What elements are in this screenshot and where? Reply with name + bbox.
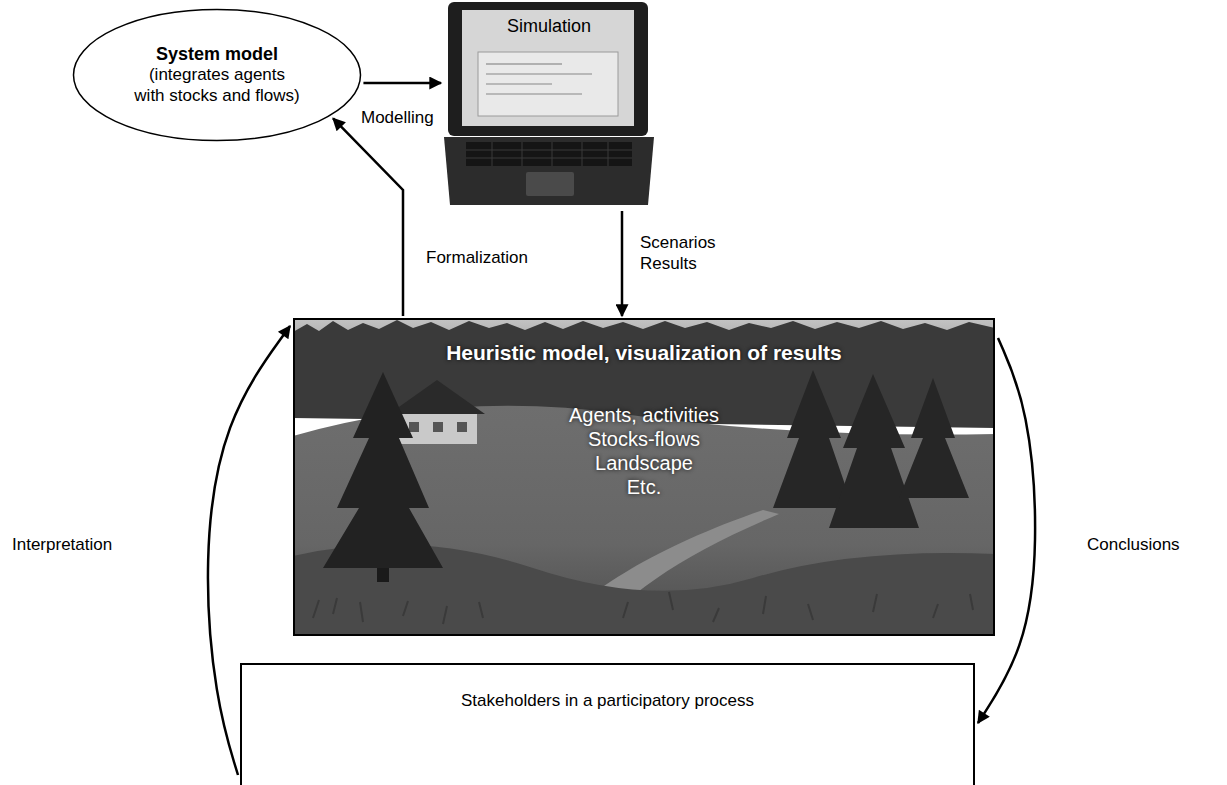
spruce-tree <box>323 372 443 582</box>
edge-label: Formalization <box>424 247 530 268</box>
screen-window <box>478 52 618 116</box>
node-title: Stakeholders in a participatory process <box>461 691 754 711</box>
edge-label: Conclusions <box>1085 534 1182 555</box>
ellipse-node: System model(integrates agents with stoc… <box>72 8 362 142</box>
touchpad <box>526 172 574 196</box>
screen-line <box>486 63 562 65</box>
laptop-base <box>444 137 654 205</box>
spruce-trees <box>773 370 969 528</box>
ellipse-shape <box>74 10 361 141</box>
node-text: (integrates agents with stocks and flows… <box>133 65 301 106</box>
node-text: Stocks-flows <box>588 427 700 451</box>
screen-line <box>486 93 582 95</box>
edge-label: Interpretation <box>10 534 114 555</box>
edge-label: Modelling <box>359 107 436 128</box>
laptop-lid <box>448 2 648 136</box>
flow-arrow <box>363 82 441 85</box>
screen-line <box>486 83 552 85</box>
photo-panel: Heuristic model, visualization of result… <box>293 318 995 636</box>
flow-arrow <box>333 118 403 316</box>
node-title: System model <box>156 44 278 66</box>
edge-label: Scenarios Results <box>638 232 724 275</box>
keyboard-keys <box>466 142 632 166</box>
laptop-node: Simulation <box>442 0 656 205</box>
keyboard <box>466 142 632 166</box>
node-title: Simulation <box>507 16 591 38</box>
node-text: Etc. <box>627 475 661 499</box>
node-text: Landscape <box>595 451 693 475</box>
grass-texture <box>313 592 973 624</box>
node-title: Heuristic model, visualization of result… <box>446 340 842 365</box>
flow-arrow <box>621 211 624 316</box>
stakeholder-box: Stakeholders in a participatory process <box>240 663 975 785</box>
screen-line <box>486 73 592 75</box>
laptop-screen <box>462 10 634 126</box>
node-text: Agents, activities <box>569 403 719 427</box>
